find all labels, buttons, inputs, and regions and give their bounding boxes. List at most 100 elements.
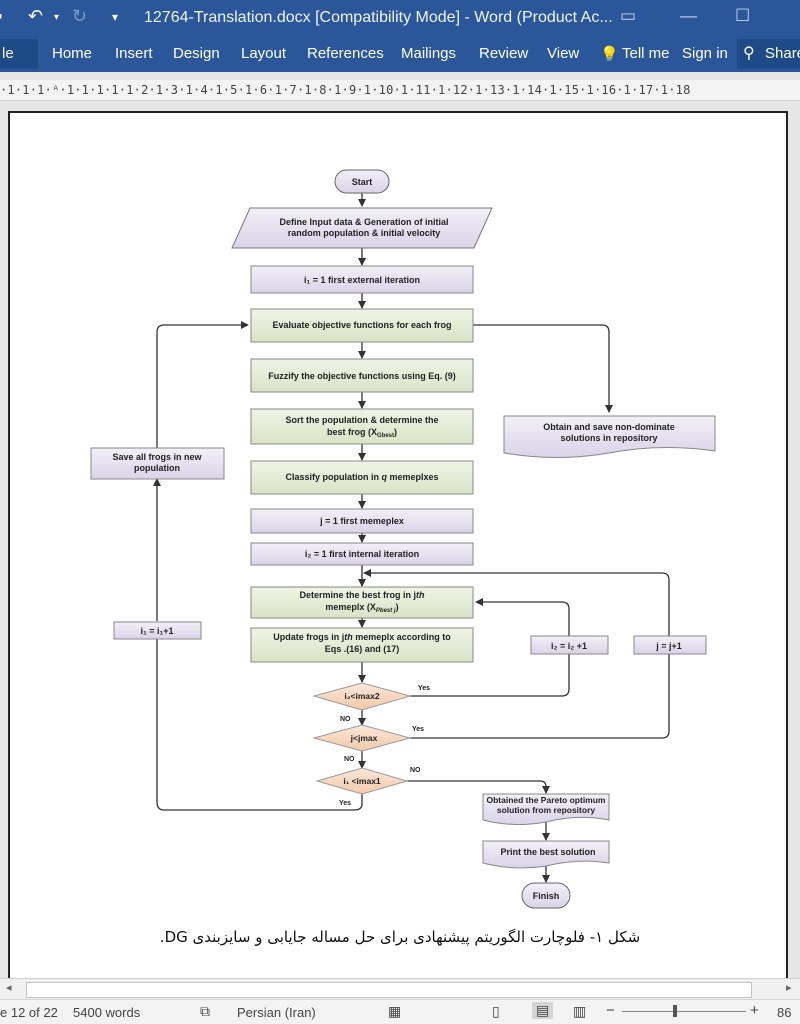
jmax-no-label: NO bbox=[344, 756, 355, 763]
tab-layout[interactable]: Layout bbox=[241, 45, 287, 62]
decision-imax2 bbox=[312, 682, 412, 711]
proofing-icon[interactable]: ⧉ bbox=[200, 1003, 210, 1019]
lightbulb-icon: 💡 bbox=[600, 46, 619, 63]
save-frogs-line1: Save all frogs in new bbox=[112, 452, 202, 462]
page-count[interactable]: e 12 of 22 bbox=[0, 1005, 58, 1020]
zoom-out-icon[interactable]: − bbox=[606, 1002, 615, 1019]
define-input-line2: random population & initial velocity bbox=[288, 228, 441, 238]
print-best-label: Print the best solution bbox=[500, 847, 595, 857]
obtain-repository-box bbox=[503, 415, 716, 458]
undo-icon[interactable]: ↶ bbox=[28, 6, 44, 26]
sign-in-link[interactable]: Sign in bbox=[682, 45, 728, 62]
pareto-box bbox=[482, 793, 610, 826]
print-best-box bbox=[482, 840, 610, 869]
internal-iteration-box bbox=[250, 542, 474, 566]
ribbon-display-icon[interactable]: ▭ bbox=[620, 6, 637, 25]
first-memeplex-label: j = 1 first memeplex bbox=[319, 516, 404, 526]
figure-caption: شکل ۱- فلوچارت الگوریتم پیشنهادی برای حل… bbox=[159, 928, 641, 946]
zoom-level[interactable]: 86 bbox=[777, 1005, 792, 1020]
internal-iteration-label: i₂ = 1 first internal iteration bbox=[305, 549, 419, 559]
decision-imax1-label: i₁ <imax1 bbox=[343, 776, 381, 786]
redo-icon[interactable]: ↻ bbox=[72, 6, 88, 26]
save-icon[interactable]: ▪ bbox=[0, 6, 2, 27]
obtain-repository-line2: solutions in repository bbox=[560, 433, 657, 443]
tab-references[interactable]: References bbox=[307, 45, 384, 62]
update-frogs-box bbox=[250, 627, 474, 663]
update-frogs-line2: Eqs .(16) and (17) bbox=[325, 644, 400, 654]
jmax-yes-label: Yes bbox=[412, 726, 424, 733]
imax2-yes-label: Yes bbox=[418, 685, 430, 692]
minimize-icon[interactable]: — bbox=[680, 6, 697, 25]
evaluate-box bbox=[250, 308, 474, 343]
i1-increment-label: i₁ = i₁+1 bbox=[141, 626, 174, 636]
maximize-icon[interactable]: ☐ bbox=[735, 6, 751, 25]
share-button[interactable]: ⚲ Share bbox=[737, 39, 800, 69]
language-indicator[interactable]: Persian (Iran) bbox=[237, 1005, 316, 1020]
sort-line1: Sort the population & determine the bbox=[285, 415, 438, 425]
classify-label: Classify population in q memeplxes bbox=[285, 472, 438, 482]
pareto-line1: Obtained the Pareto optimum bbox=[486, 795, 605, 805]
evaluate-label: Evaluate objective functions for each fr… bbox=[272, 320, 451, 330]
update-frogs-line1: Update frogs in jth memeplx according to bbox=[273, 632, 451, 642]
person-icon: ⚲ bbox=[743, 45, 755, 62]
j-increment-box bbox=[633, 635, 707, 655]
decision-jmax bbox=[312, 724, 412, 752]
sort-box bbox=[250, 408, 474, 445]
best-frog-line1: Determine the best frog in jth bbox=[299, 590, 425, 600]
zoom-slider[interactable] bbox=[622, 1011, 746, 1012]
flowchart: Start Define Input data & Generation of … bbox=[90, 169, 716, 909]
tab-view[interactable]: View bbox=[547, 45, 580, 62]
i2-increment-box bbox=[530, 635, 609, 655]
document-area[interactable]: Start Define Input data & Generation of … bbox=[0, 103, 800, 1011]
tell-me-box[interactable]: Tell me bbox=[622, 45, 670, 62]
read-mode-icon[interactable]: ▯ bbox=[492, 1003, 500, 1019]
web-layout-icon[interactable]: ▥ bbox=[573, 1003, 587, 1019]
external-iteration-label: i₁ = 1 first external iteration bbox=[304, 275, 420, 285]
tab-design[interactable]: Design bbox=[173, 45, 220, 62]
obtain-repository-line1: Obtain and save non-dominate bbox=[543, 422, 675, 432]
scroll-left-icon[interactable]: ◂ bbox=[6, 982, 12, 994]
classify-box bbox=[250, 460, 474, 495]
tab-review[interactable]: Review bbox=[479, 45, 529, 62]
define-input-box bbox=[231, 207, 493, 249]
define-input-line1: Define Input data & Generation of initia… bbox=[279, 217, 448, 227]
pareto-line2: solution from repository bbox=[497, 805, 596, 815]
finish-terminal bbox=[521, 882, 571, 909]
zoom-in-icon[interactable]: + bbox=[750, 1002, 759, 1019]
imax2-no-label: NO bbox=[340, 716, 351, 723]
tab-file[interactable]: le bbox=[0, 39, 38, 69]
decision-jmax-label: j<jmax bbox=[350, 733, 378, 743]
tab-mailings[interactable]: Mailings bbox=[401, 45, 457, 62]
imax1-no-label: NO bbox=[410, 767, 421, 774]
horizontal-ruler[interactable]: ·1·1·1·ᴬ·1·1·1·1·1·2·1·3·1·4·1·5·1·6·1·7… bbox=[0, 80, 800, 101]
decision-imax2-label: i₂<imax2 bbox=[344, 691, 379, 701]
tab-insert[interactable]: Insert bbox=[115, 45, 153, 62]
scroll-right-icon[interactable]: ▸ bbox=[786, 982, 792, 994]
finish-label: Finish bbox=[533, 891, 560, 901]
external-iteration-box bbox=[250, 265, 474, 294]
title-bar: ▪ ↶ ▾ ↻ ▾ 12764-Translation.docx [Compat… bbox=[0, 0, 800, 36]
fuzzify-box bbox=[250, 358, 474, 393]
horizontal-scrollbar[interactable]: ◂ ▸ bbox=[0, 978, 800, 999]
j-increment-label: j = j+1 bbox=[655, 641, 682, 651]
macro-icon[interactable]: ▦ bbox=[388, 1003, 402, 1019]
scroll-thumb[interactable] bbox=[26, 982, 752, 998]
best-frog-box bbox=[250, 586, 474, 619]
customize-icon[interactable]: ▾ bbox=[112, 10, 119, 24]
sort-line2: best frog (XGbest) bbox=[327, 427, 397, 439]
first-memeplex-box bbox=[250, 508, 474, 534]
best-frog-line2: memeplx (XPbest j) bbox=[325, 602, 398, 614]
imax1-yes-label: Yes bbox=[339, 800, 351, 807]
word-count[interactable]: 5400 words bbox=[73, 1005, 141, 1020]
status-bar: e 12 of 22 5400 words ⧉ Persian (Iran) ▦… bbox=[0, 999, 800, 1024]
tab-home[interactable]: Home bbox=[52, 45, 93, 62]
ribbon-tabs: le Home Insert Design Layout References … bbox=[0, 36, 800, 72]
print-layout-icon[interactable]: ▤ bbox=[532, 1002, 554, 1019]
fuzzify-label: Fuzzify the objective functions using Eq… bbox=[268, 371, 456, 381]
start-terminal bbox=[334, 169, 390, 194]
i1-increment-box bbox=[113, 621, 202, 640]
document-page: Start Define Input data & Generation of … bbox=[8, 111, 788, 1011]
undo-dropdown-icon[interactable]: ▾ bbox=[54, 12, 60, 23]
zoom-slider-thumb[interactable] bbox=[673, 1005, 677, 1017]
save-frogs-line2: population bbox=[134, 463, 180, 473]
